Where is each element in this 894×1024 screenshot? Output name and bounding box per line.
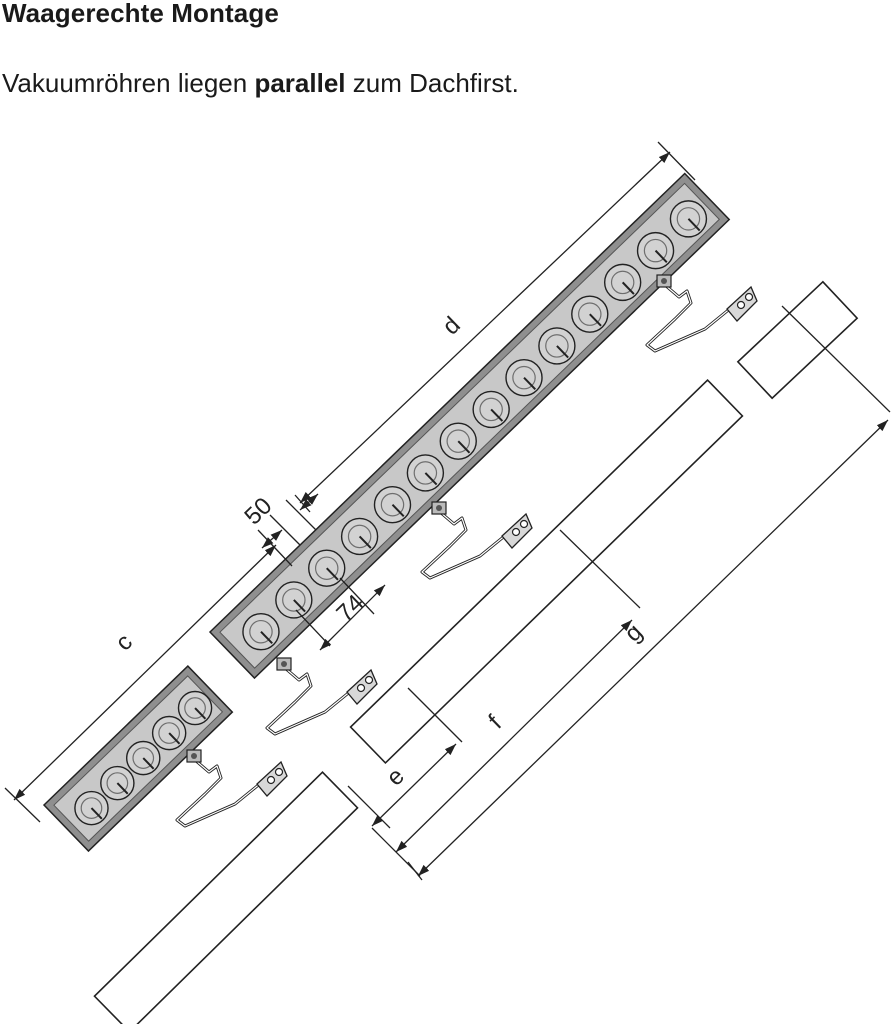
- tube-clip: [687, 218, 701, 232]
- dim-d: [299, 151, 671, 504]
- intro-text: Vakuumröhren liegen parallel zum Dachfir…: [2, 68, 519, 99]
- hook-arm-highlight: [646, 284, 738, 352]
- dimension-label-c: c: [110, 629, 137, 657]
- hook-bolt: [744, 292, 754, 302]
- dim-g: [417, 419, 889, 877]
- hook-bolt: [266, 775, 276, 785]
- dim-g-ext-bottom: [407, 861, 423, 881]
- dimension-lines: [4, 141, 891, 881]
- dim-d-ext-right: [657, 141, 696, 181]
- page-title: Waagerechte Montage: [2, 0, 279, 28]
- dim-50-arrow-a: [261, 529, 283, 549]
- hook-clamp-bolt: [281, 661, 287, 667]
- vacuum-tube-inner: [282, 588, 306, 612]
- tube-clip: [358, 535, 372, 549]
- rafter-middle: [349, 378, 744, 765]
- dimension-label-g: g: [619, 619, 647, 648]
- dim-c-ext-left: [4, 787, 41, 823]
- tube-clip: [293, 599, 306, 613]
- dim-50-tick-a: [269, 514, 301, 546]
- hook-bolt: [511, 527, 521, 537]
- hook-arm: [175, 758, 268, 828]
- dim-74-ext-a: [295, 609, 331, 647]
- dimension-label-50: 50: [239, 492, 277, 530]
- dim-74: [319, 584, 386, 651]
- rafter-bottom: [93, 771, 359, 1024]
- intro-text-end: zum Dachfirst.: [345, 68, 519, 98]
- collector-right: [208, 172, 731, 680]
- intro-text-start: Vakuumröhren liegen: [2, 68, 255, 98]
- dimension-label-e: e: [381, 763, 409, 792]
- dim-74-ext-b: [339, 577, 375, 615]
- tube-clip: [391, 503, 405, 518]
- hook-arm-highlight: [421, 511, 513, 579]
- hook-bolt: [356, 683, 366, 693]
- hook-bolt: [736, 300, 746, 310]
- roof-hooks: [175, 274, 758, 828]
- dim-50-tick-b: [285, 499, 317, 531]
- hook-2: [265, 657, 378, 736]
- hook-clamp-bolt: [661, 278, 667, 284]
- vacuum-tube-inner: [314, 556, 339, 580]
- dimension-label-d: d: [437, 312, 465, 341]
- hook-bolt: [364, 675, 374, 685]
- hook-bolt: [274, 767, 284, 777]
- vacuum-tube-inner: [347, 524, 372, 549]
- hook-4: [645, 274, 758, 353]
- rafter-top: [736, 280, 859, 400]
- vacuum-tube-inner: [676, 207, 701, 231]
- intro-text-bold: parallel: [254, 68, 346, 98]
- hook-clamp-bolt: [436, 505, 442, 511]
- hook-clamp-bolt: [191, 753, 197, 759]
- tube-clip: [326, 567, 339, 581]
- hook-1: [175, 749, 288, 828]
- hook-arm-highlight: [266, 667, 358, 735]
- collector-left: [42, 664, 234, 853]
- hook-bolt: [519, 519, 529, 529]
- hook-arm: [420, 510, 513, 580]
- hook-arm-highlight: [176, 759, 268, 827]
- hook-arm: [265, 666, 358, 736]
- dim-c-ext-right: [257, 529, 293, 567]
- tube-clip: [90, 807, 103, 820]
- hook-arm: [645, 283, 738, 353]
- dim-c: [13, 544, 277, 801]
- dim-g-ext-top: [781, 305, 891, 413]
- dimension-label-f: f: [483, 710, 507, 734]
- dim-50-arrow-b: [299, 493, 319, 511]
